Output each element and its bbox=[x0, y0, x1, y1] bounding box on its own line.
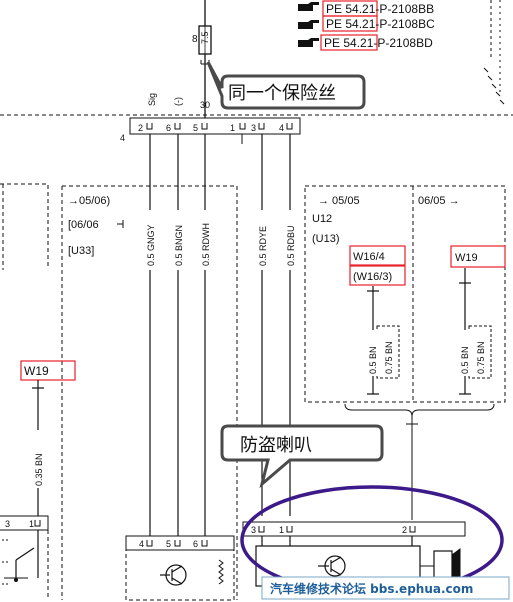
pin-number: 1 bbox=[29, 519, 34, 529]
wire-label: 0.5 GNGY bbox=[146, 224, 156, 266]
pin-number: 4 bbox=[139, 539, 144, 549]
resistor-icon bbox=[218, 559, 224, 585]
pin-number: 3 bbox=[251, 525, 256, 535]
validity-label: [06/06 bbox=[68, 219, 99, 231]
wire-label: 0.5 BNGN bbox=[174, 225, 184, 266]
right-variant-box: → 05/05 06/05 → U12 (U13) W16/4 (W16/3) … bbox=[304, 185, 506, 403]
reference-code: PE 54.21-P-2108BB bbox=[326, 2, 434, 16]
reference-item[interactable]: PE 54.21-P-2108BD bbox=[298, 34, 433, 51]
wire-label: 0.75 BN bbox=[384, 341, 394, 374]
reference-item[interactable]: PE 54.21-P-2108BB bbox=[298, 0, 434, 17]
ground-label: W19 bbox=[24, 364, 49, 378]
wire-label: 0.5 RDBU bbox=[286, 225, 296, 266]
reference-list: PE 54.21-P-2108BB PE 54.21-P-2108BC PE 5… bbox=[298, 0, 435, 51]
wire-label: 0.35 BN bbox=[34, 453, 44, 486]
ground-label: W16/4 bbox=[353, 251, 385, 263]
pin-number: 3 bbox=[251, 123, 256, 133]
signal-label: (-) bbox=[173, 97, 183, 106]
signal-label: Sig bbox=[147, 93, 157, 106]
pin-number: 4 bbox=[279, 123, 284, 133]
validity-label: 06/05 → bbox=[418, 195, 460, 207]
ground-brace bbox=[344, 403, 495, 520]
callout-alarm-horn-text: 防盗喇叭 bbox=[240, 435, 312, 456]
wire-label: 0.5 RDWH bbox=[201, 223, 211, 266]
reference-item[interactable]: PE 54.21-P-2108BC bbox=[298, 15, 435, 32]
ground-label: (W16/3) bbox=[353, 271, 392, 283]
validity-label: →05/06) bbox=[68, 195, 110, 207]
unit-label: [U33] bbox=[68, 245, 94, 257]
fuse-rating: 7.5 bbox=[200, 31, 210, 44]
pin-number: 1 bbox=[279, 525, 284, 535]
pin-number: 5 bbox=[193, 123, 198, 133]
right-edge-dashes bbox=[483, 0, 505, 105]
wire-label: 0.5 BN bbox=[368, 346, 378, 374]
signal-label: 30 bbox=[200, 100, 210, 110]
reference-code: PE 54.21-P-2108BD bbox=[324, 36, 433, 50]
pin-number: 3 bbox=[5, 519, 10, 529]
watermark-text: 汽车维修技术论坛 bbs.ephua.com bbox=[270, 581, 473, 596]
pointing-hand-icon bbox=[298, 38, 319, 47]
callout-same-fuse-text: 同一个保险丝 bbox=[228, 83, 336, 104]
wire-labels: 0.5 GNGY 0.5 BNGN 0.5 RDWH 0.5 RDYE 0.5 … bbox=[143, 210, 297, 270]
reference-code: PE 54.21-P-2108BC bbox=[326, 17, 435, 31]
pointing-hand-icon bbox=[298, 20, 319, 29]
left-variant-box: →05/06) [06/06 [U33] bbox=[61, 185, 238, 600]
transistor-icon bbox=[318, 555, 346, 577]
pin-number: 2 bbox=[402, 525, 407, 535]
pointing-hand-icon bbox=[298, 2, 319, 11]
bottom-left-component: 3 1 bbox=[0, 515, 49, 600]
pin-number: 5 bbox=[166, 539, 171, 549]
ground-label: W19 bbox=[455, 252, 478, 264]
left-edge-box bbox=[0, 183, 49, 270]
connector-number: 4 bbox=[120, 133, 125, 143]
pin-number: 6 bbox=[166, 123, 171, 133]
pin-number: 6 bbox=[193, 539, 198, 549]
top-connector: Sig (-) 30 4 2 6 5 1 3 4 bbox=[120, 93, 301, 144]
bottom-mid-component: 4 5 6 bbox=[125, 535, 235, 601]
pin-number: 1 bbox=[230, 123, 235, 133]
unit-label: U12 bbox=[312, 213, 332, 225]
callout-same-fuse: 同一个保险丝 bbox=[206, 61, 366, 110]
watermark: 汽车维修技术论坛 bbs.ephua.com bbox=[261, 576, 510, 600]
left-ground: W19 0.35 BN bbox=[20, 360, 76, 520]
wire-label: 0.5 RDYE bbox=[258, 226, 268, 266]
transistor-icon bbox=[160, 564, 187, 586]
fuse-number: 8 bbox=[192, 34, 198, 45]
callout-alarm-horn: 防盗喇叭 bbox=[220, 424, 384, 489]
validity-label: → 05/05 bbox=[318, 195, 360, 207]
fuse: 8 7.5 bbox=[192, 0, 212, 122]
wire-label: 0.75 BN bbox=[476, 341, 486, 374]
pin-number: 2 bbox=[138, 123, 143, 133]
wire-label: 0.5 BN bbox=[460, 346, 470, 374]
unit-label: (U13) bbox=[312, 233, 340, 245]
